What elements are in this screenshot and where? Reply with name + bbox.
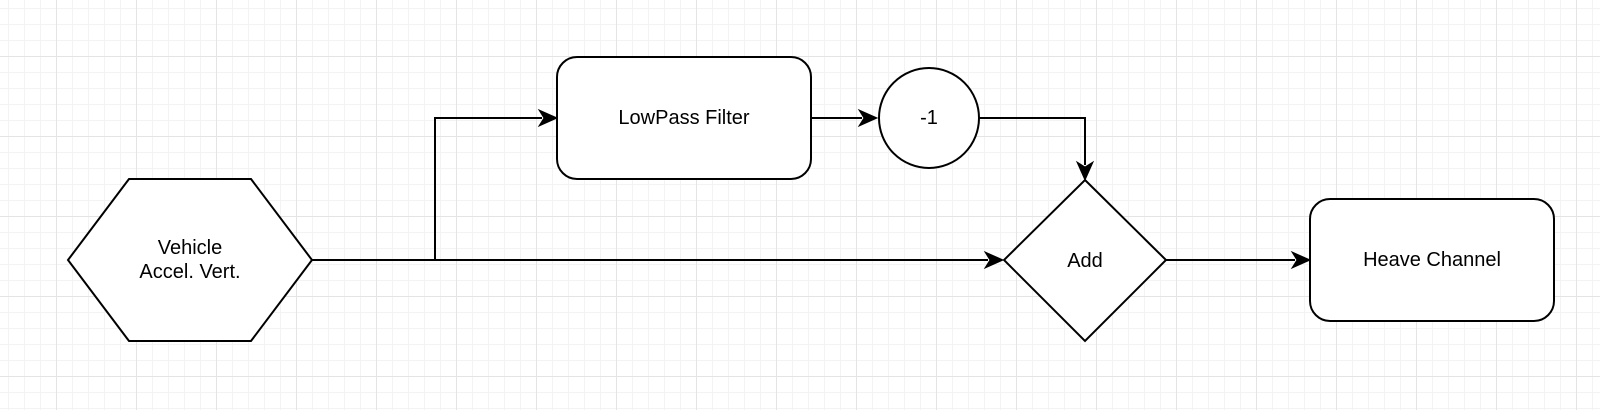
heave-channel-node[interactable] (1309, 198, 1555, 322)
edge-input-to-filter (434, 117, 542, 260)
filter-label-text: LowPass Filter (618, 107, 750, 129)
input-label-line1: Vehicle (157, 237, 223, 259)
output-node-label: Heave Channel (1310, 199, 1554, 321)
add-label-text: Add (1067, 249, 1103, 272)
arrowhead-filter-to-negate (857, 108, 879, 128)
filter-node-label: LowPass Filter (557, 57, 811, 179)
input-node-label: Vehicle Accel. Vert. (68, 179, 312, 341)
input-label-line2: Accel. Vert. (139, 261, 241, 283)
input-hexagon-node[interactable] (66, 178, 314, 342)
edge-negate-to-add (979, 117, 1086, 165)
output-label-text: Heave Channel (1363, 249, 1501, 271)
add-node-label: Add (1004, 180, 1166, 341)
arrowhead-negate-to-add (1075, 160, 1095, 182)
negate-label-text: -1 (920, 107, 938, 129)
arrowhead-input-to-add (983, 250, 1005, 270)
arrowhead-add-to-output (1290, 250, 1312, 270)
negate-node-label: -1 (879, 68, 979, 168)
add-diamond-node[interactable] (1002, 178, 1168, 343)
negate-circle-node[interactable] (878, 67, 980, 169)
lowpass-filter-node[interactable] (556, 56, 812, 180)
arrowhead-input-to-filter (537, 108, 559, 128)
